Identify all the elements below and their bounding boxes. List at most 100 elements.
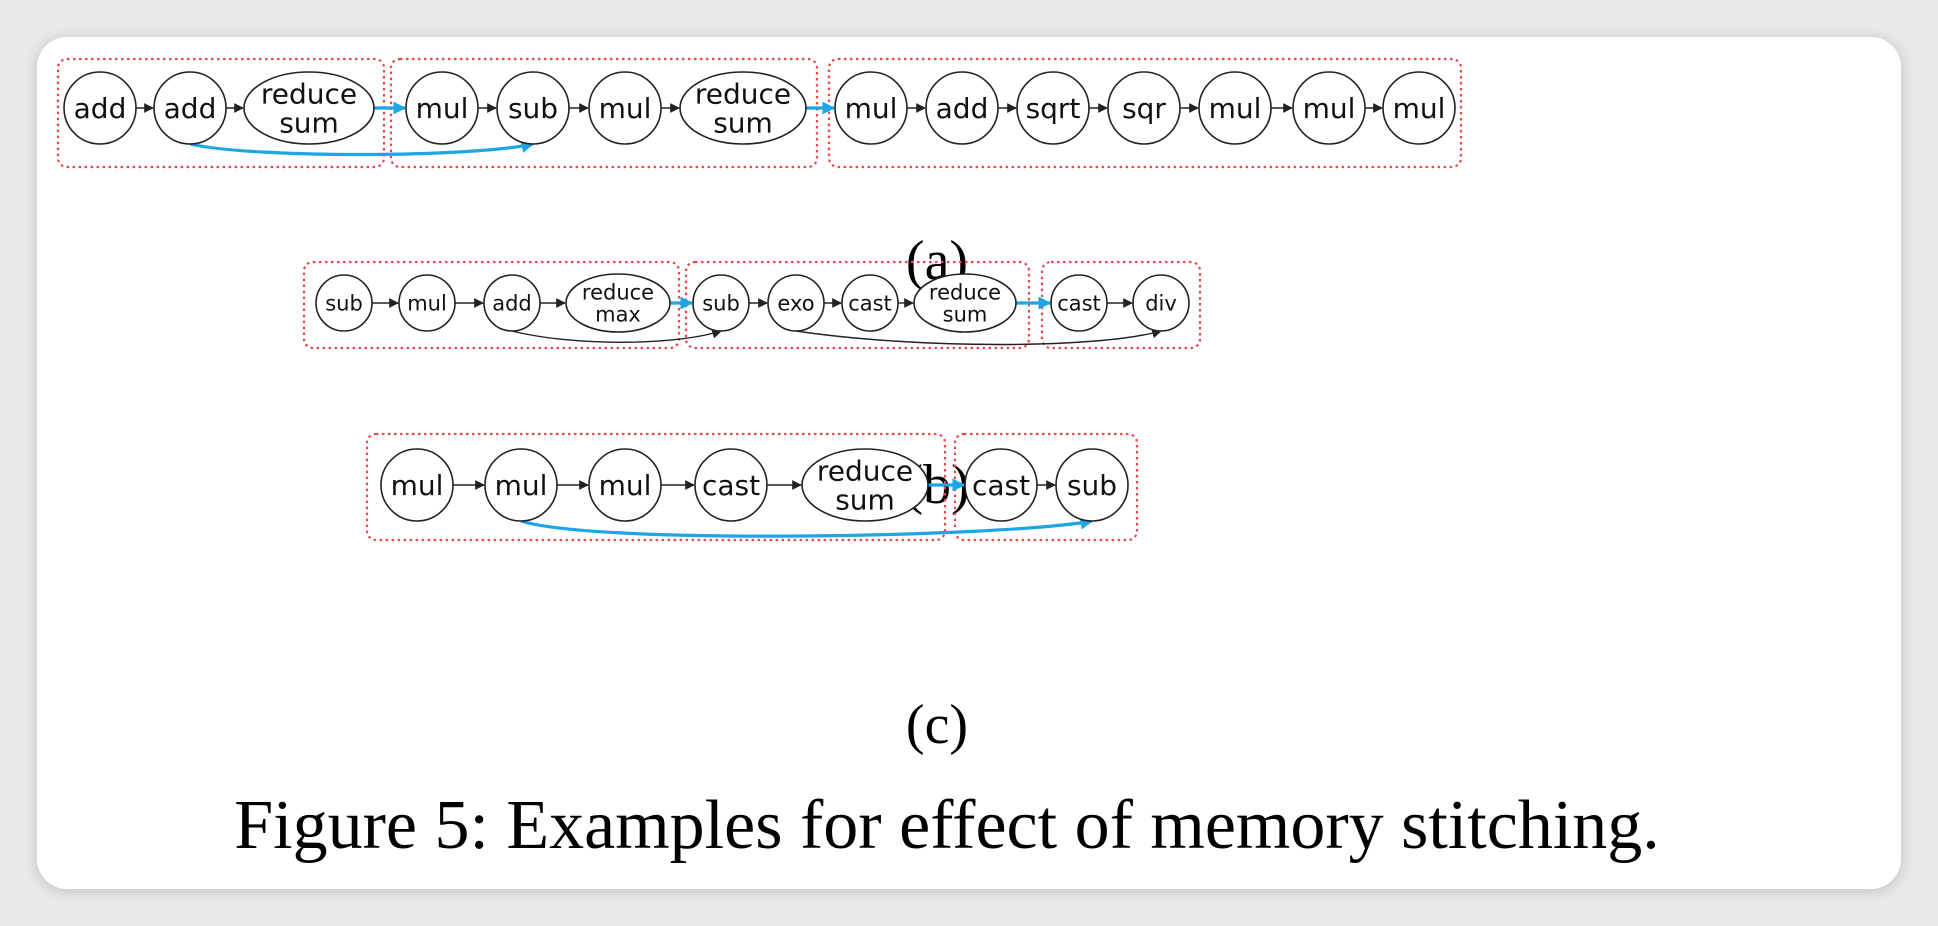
panel-b-skip-edge — [795, 328, 1162, 346]
panel-c-node: cast — [964, 448, 1038, 522]
panel-c-label: (c) — [906, 694, 968, 756]
op-circle — [1016, 71, 1090, 145]
panel-b-node-label: sub — [702, 292, 740, 316]
panel-a-node-label: mul — [416, 92, 469, 125]
op-circle — [1055, 448, 1129, 522]
panel-a-node: mul — [405, 71, 479, 145]
op-circle — [841, 274, 899, 332]
op-circle — [398, 274, 456, 332]
op-circle — [1198, 71, 1272, 145]
panel-a-node-label: mul — [1209, 92, 1262, 125]
op-circle — [1382, 71, 1456, 145]
panel-a-node-label: mul — [1393, 92, 1446, 125]
op-circle — [484, 448, 558, 522]
op-circle — [588, 71, 662, 145]
panel-c-node: mul — [484, 448, 558, 522]
panel-b-node-label: add — [492, 292, 532, 316]
panel-b-node: add — [483, 274, 541, 332]
op-circle — [588, 448, 662, 522]
panel-b-skip-edge — [511, 328, 722, 343]
panel-b-node: cast — [1050, 274, 1108, 332]
panel-a-node: mul — [1382, 71, 1456, 145]
op-ellipse — [801, 448, 929, 522]
op-circle — [315, 274, 373, 332]
panel-b-node-label: div — [1145, 292, 1177, 316]
panel-c-node: mul — [380, 448, 454, 522]
panel-a-node: mul — [834, 71, 908, 145]
panel-a-node: add — [925, 71, 999, 145]
panel-a-node-label: add — [936, 92, 989, 125]
panel-c-fusion-group — [365, 432, 947, 542]
panel-b-node-label: cast — [848, 292, 892, 316]
panel-b-node: sub — [692, 274, 750, 332]
panel-b-node: exo — [767, 274, 825, 332]
panel-a-node: mul — [588, 71, 662, 145]
figure-caption: Figure 5: Examples for effect of memory … — [234, 787, 1660, 864]
op-circle — [63, 71, 137, 145]
op-ellipse — [565, 273, 671, 333]
op-circle — [767, 274, 825, 332]
panel-c-node-label: cast — [972, 469, 1030, 502]
op-circle — [496, 71, 570, 145]
panel-b-node: mul — [398, 274, 456, 332]
panel-b-node-label: sub — [325, 292, 363, 316]
panel-b-fusion-group — [302, 260, 681, 350]
panel-c-node-label: mul — [495, 469, 548, 502]
panel-a-node: sqr — [1107, 71, 1181, 145]
op-circle — [405, 71, 479, 145]
panel-b-node-label: mul — [407, 292, 447, 316]
op-ellipse — [913, 273, 1017, 333]
panel-b-node: sub — [315, 274, 373, 332]
panel-c-stitched-skip-edge — [520, 516, 1094, 538]
panel-a-node-label: mul — [845, 92, 898, 125]
panel-c-node: cast — [694, 448, 768, 522]
panel-b-node: div — [1132, 274, 1190, 332]
panel-a-node-label: mul — [599, 92, 652, 125]
panel-a-node: sqrt — [1016, 71, 1090, 145]
panel-a-fusion-group — [56, 57, 386, 169]
op-circle — [694, 448, 768, 522]
panel-a-node-label: add — [74, 92, 127, 125]
op-ellipse — [679, 71, 807, 145]
op-circle — [1050, 274, 1108, 332]
panel-a-node-label: add — [164, 92, 217, 125]
panel-a-node-label: sub — [508, 92, 558, 125]
panel-a-fusion-group — [389, 57, 819, 169]
panel-b-node-label: cast — [1057, 292, 1101, 316]
op-ellipse — [243, 71, 375, 145]
panel-c-node-label: mul — [599, 469, 652, 502]
panel-a-stitched-skip-edge — [189, 140, 535, 157]
panel-a-node-label: mul — [1303, 92, 1356, 125]
panel-a-node: mul — [1292, 71, 1366, 145]
op-circle — [1292, 71, 1366, 145]
panel-a-node: add — [63, 71, 137, 145]
panel-a-node-label: sqr — [1122, 92, 1166, 125]
panel-b-node-label: exo — [777, 292, 814, 316]
panel-c-node: sub — [1055, 448, 1129, 522]
op-circle — [1107, 71, 1181, 145]
panel-c-node-label: sub — [1067, 469, 1117, 502]
op-circle — [1132, 274, 1190, 332]
op-circle — [380, 448, 454, 522]
op-circle — [925, 71, 999, 145]
op-circle — [153, 71, 227, 145]
op-circle — [964, 448, 1038, 522]
panel-c-node: mul — [588, 448, 662, 522]
panel-c-fusion-group — [953, 432, 1139, 542]
panel-b-node: cast — [841, 274, 899, 332]
panel-c-node-label: cast — [702, 469, 760, 502]
